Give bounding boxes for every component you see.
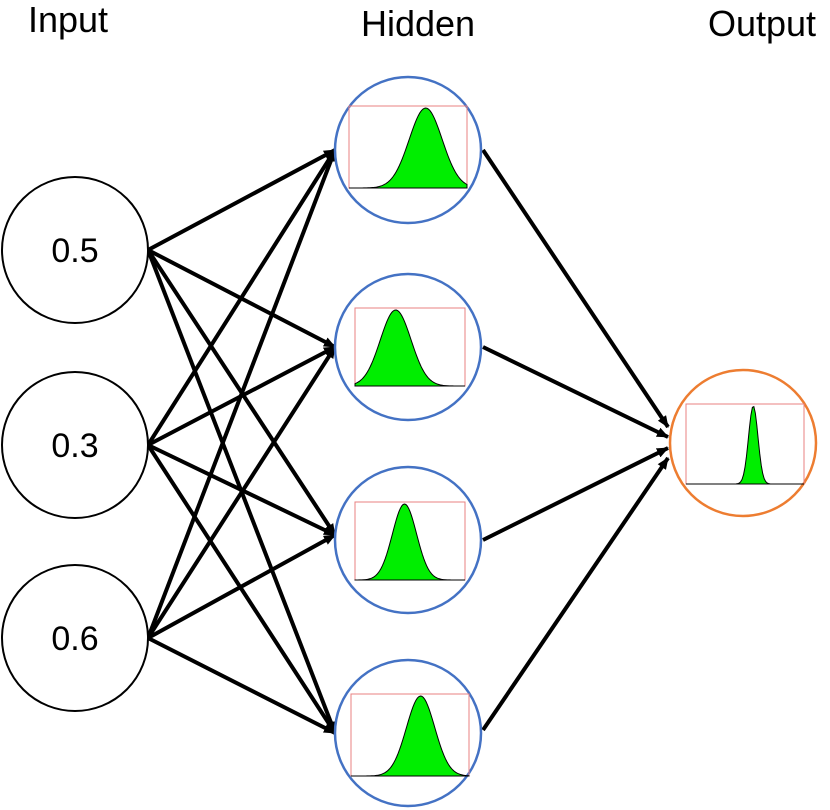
distribution-curve [349, 107, 468, 189]
hidden-node [333, 465, 483, 615]
output-layer-label: Output [708, 3, 816, 44]
distribution-curve [354, 503, 465, 581]
input-node: 0.5 [1, 176, 149, 324]
hidden-node [333, 658, 483, 808]
distribution-curve [354, 309, 465, 387]
hidden-output-connection [481, 456, 670, 732]
hidden-node [333, 75, 483, 225]
input-hidden-connection [146, 149, 337, 639]
output-node-circle [668, 368, 818, 518]
hidden-node [333, 272, 483, 422]
input-node: 0.6 [1, 564, 149, 712]
input-node-value: 0.6 [51, 620, 98, 658]
input-node-circle [1, 371, 149, 519]
hidden-output-connection [481, 148, 670, 429]
distribution-curve [686, 405, 804, 485]
input-hidden-connection [146, 345, 337, 640]
input-hidden-connection [147, 148, 336, 252]
output-node [668, 368, 818, 518]
input-node-value: 0.3 [51, 427, 98, 465]
input-node-value: 0.5 [51, 232, 98, 270]
hidden-output-connection [482, 446, 669, 542]
input-node-circle [1, 564, 149, 712]
connections [146, 148, 670, 735]
hidden-output-connection [482, 345, 669, 439]
input-node: 0.3 [1, 371, 149, 519]
distribution-curve [351, 695, 470, 777]
input-layer-label: Input [28, 0, 108, 40]
input-hidden-connection [146, 443, 337, 735]
input-hidden-connection [147, 533, 336, 640]
input-hidden-connection [147, 636, 336, 735]
hidden-layer-label: Hidden [361, 3, 475, 44]
input-hidden-connection [146, 148, 337, 447]
input-node-circle [1, 176, 149, 324]
